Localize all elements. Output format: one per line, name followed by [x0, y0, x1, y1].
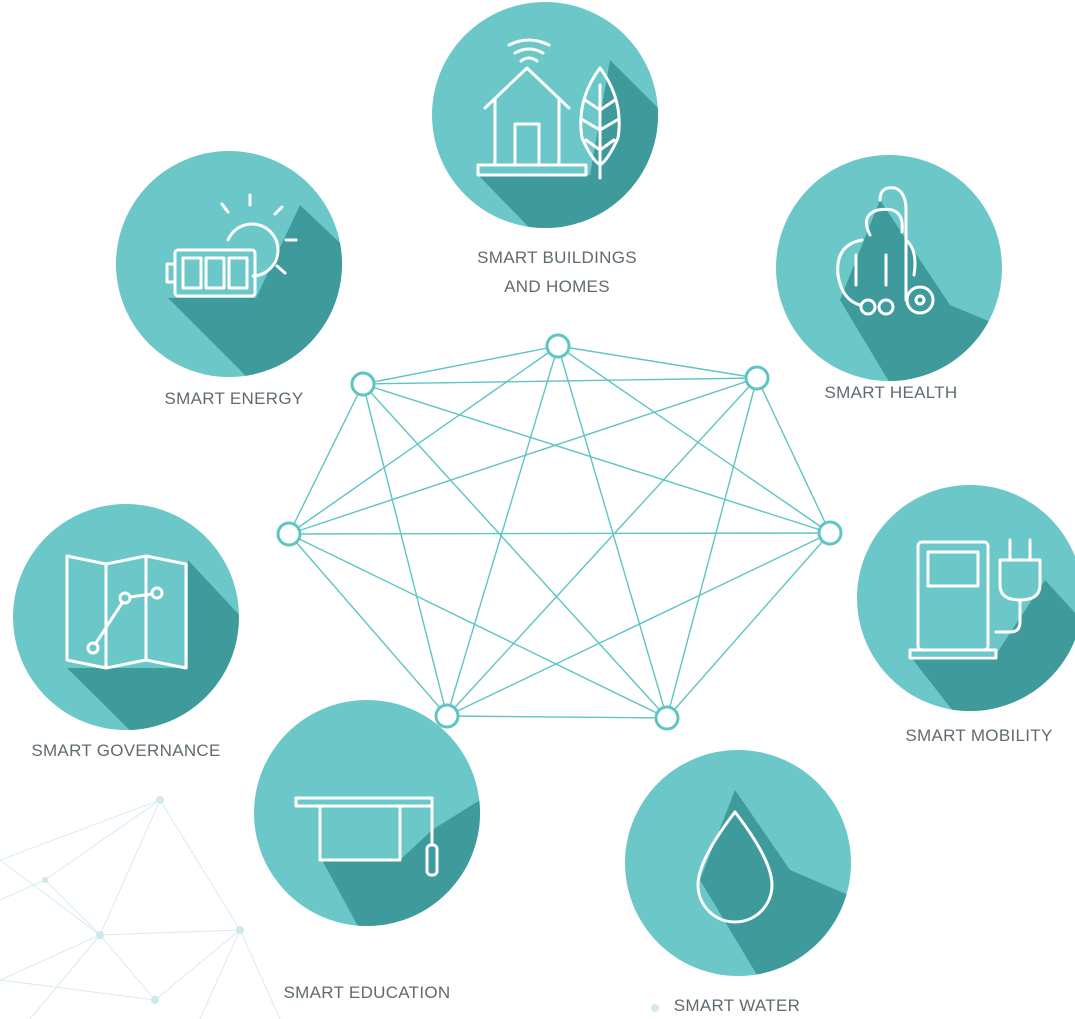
stethoscope-icon — [836, 186, 935, 316]
long-shadow — [478, 60, 658, 228]
network-link — [666, 377, 758, 719]
network-link — [288, 377, 758, 535]
network-link — [362, 383, 668, 719]
category-smart-education: SMART EDUCATION — [254, 700, 480, 1002]
network-link — [666, 532, 831, 719]
network-links — [288, 345, 831, 719]
network-link — [288, 533, 448, 717]
network-node — [350, 371, 376, 397]
category-label: SMART WATER — [674, 996, 800, 1015]
network-node — [434, 703, 460, 729]
battery-sun-icon — [165, 193, 298, 298]
network-link — [446, 715, 668, 719]
network-nodes — [276, 333, 843, 731]
network-link — [446, 532, 831, 717]
ev-charger-icon — [908, 538, 1042, 660]
network-link — [362, 383, 448, 717]
network-link — [756, 377, 831, 534]
long-shadow — [67, 560, 239, 730]
network-node — [545, 333, 571, 359]
category-smart-mobility: SMART MOBILITY — [857, 485, 1075, 745]
network-link — [557, 345, 668, 719]
network-link — [362, 345, 559, 385]
network-node — [744, 365, 770, 391]
network-link — [288, 532, 831, 535]
category-label: SMART EDUCATION — [284, 983, 451, 1002]
network-link — [288, 533, 668, 719]
network-node — [276, 521, 302, 547]
category-label-line-2: AND HOMES — [504, 277, 610, 296]
network-link — [288, 383, 364, 535]
network-link — [288, 345, 559, 535]
long-shadow — [168, 205, 342, 377]
category-smart-energy: SMART ENERGY — [116, 151, 342, 408]
category-label: SMART ENERGY — [164, 389, 303, 408]
network-node — [817, 520, 843, 546]
network-link — [446, 377, 758, 717]
category-smart-buildings: SMART BUILDINGS AND HOMES — [432, 2, 658, 296]
network-link — [446, 345, 559, 717]
background-mesh — [0, 799, 281, 1019]
category-label: SMART MOBILITY — [905, 726, 1052, 745]
category-smart-governance: SMART GOVERNANCE — [13, 504, 239, 760]
network-link — [557, 345, 758, 379]
network-link — [362, 383, 831, 534]
network-link — [362, 377, 758, 385]
network-node — [654, 705, 680, 731]
category-label-line-1: SMART BUILDINGS — [477, 248, 637, 267]
water-drop-icon — [696, 810, 774, 924]
network-link — [557, 345, 831, 534]
long-shadow — [700, 790, 851, 976]
house-leaf-wifi-icon — [476, 38, 621, 180]
category-label: SMART HEALTH — [824, 383, 957, 402]
background-mesh-nodes — [42, 796, 659, 1012]
category-label: SMART GOVERNANCE — [31, 741, 220, 760]
category-smart-health: SMART HEALTH — [776, 155, 1002, 402]
category-smart-water: SMART WATER — [625, 750, 851, 1015]
map-route-icon — [65, 554, 188, 670]
graduation-cap-icon — [294, 796, 439, 877]
